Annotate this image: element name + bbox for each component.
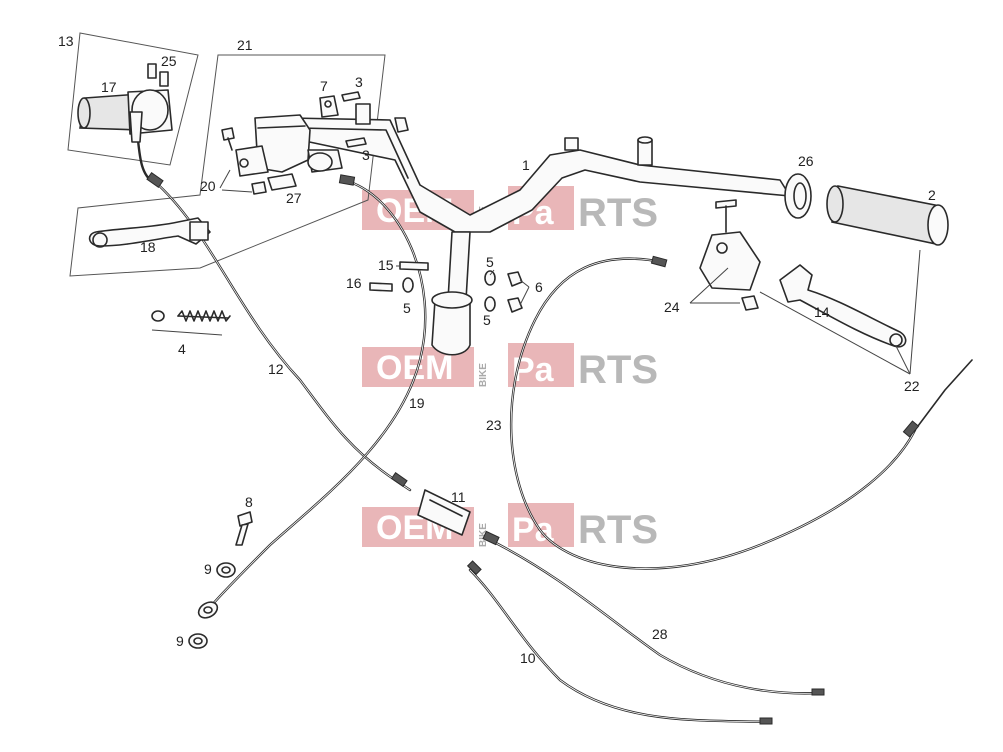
watermark-middle: OEM BIKE Pa RTS: [362, 343, 658, 392]
callout-19: 19: [409, 395, 425, 411]
callout-12: 12: [268, 361, 284, 377]
group-frame-21: [69, 54, 386, 277]
cable-10: [468, 568, 772, 724]
watermark-pa: Pa: [512, 511, 555, 549]
callout-3-top: 3: [355, 74, 363, 90]
callout-16: 16: [346, 275, 362, 291]
callout-23: 23: [486, 417, 502, 433]
callout-10: 10: [520, 650, 536, 666]
callout-27: 27: [286, 190, 302, 206]
callout-5-b: 5: [403, 300, 411, 316]
callout-8: 8: [245, 494, 253, 510]
callout-26: 26: [798, 153, 814, 169]
callout-22: 22: [904, 378, 920, 394]
callout-5-a: 5: [486, 254, 494, 270]
callouts: 13 25 17 21 7 3 3 1 26 2 20 27 18 15 16 …: [58, 33, 936, 666]
callout-5-c: 5: [483, 312, 491, 328]
callout-20: 20: [200, 178, 216, 194]
watermark-rts: RTS: [578, 508, 658, 552]
watermark-pa: Pa: [512, 351, 555, 389]
callout-9-top: 9: [204, 561, 212, 577]
watermark-oem: OEM: [376, 349, 453, 387]
callout-28: 28: [652, 626, 668, 642]
watermark-bike: BIKE: [478, 363, 489, 387]
handlebar: [289, 95, 791, 356]
callout-18: 18: [140, 239, 156, 255]
right-grip-assy: [699, 173, 949, 348]
callout-3-mid: 3: [362, 147, 370, 163]
callout-2: 2: [928, 187, 936, 203]
callout-11: 11: [451, 489, 466, 505]
callout-24: 24: [664, 299, 680, 315]
callout-7: 7: [320, 78, 328, 94]
callout-17: 17: [101, 79, 117, 95]
watermark-rts: RTS: [578, 348, 658, 392]
callout-25: 25: [161, 53, 177, 69]
cable-28: [488, 538, 822, 695]
callout-13: 13: [58, 33, 74, 49]
group-frame-13: [67, 32, 199, 166]
hardware: [188, 261, 523, 649]
callout-4: 4: [178, 341, 186, 357]
lever-left: [88, 217, 211, 248]
master-cylinder: [221, 91, 367, 195]
throttle-grip: [77, 63, 173, 143]
callout-15: 15: [378, 257, 394, 273]
callout-9-bottom: 9: [176, 633, 184, 649]
watermark-bottom: OEM BIKE Pa RTS: [362, 503, 658, 552]
callout-1: 1: [522, 157, 530, 173]
leader-lines: [151, 169, 921, 375]
callout-14: 14: [814, 304, 830, 320]
spring-assy: [151, 310, 231, 322]
cables: [136, 138, 973, 725]
callout-21: 21: [237, 37, 253, 53]
watermark-bike: BIKE: [478, 523, 489, 547]
callout-6: 6: [535, 279, 543, 295]
watermark-rts: RTS: [578, 191, 658, 235]
